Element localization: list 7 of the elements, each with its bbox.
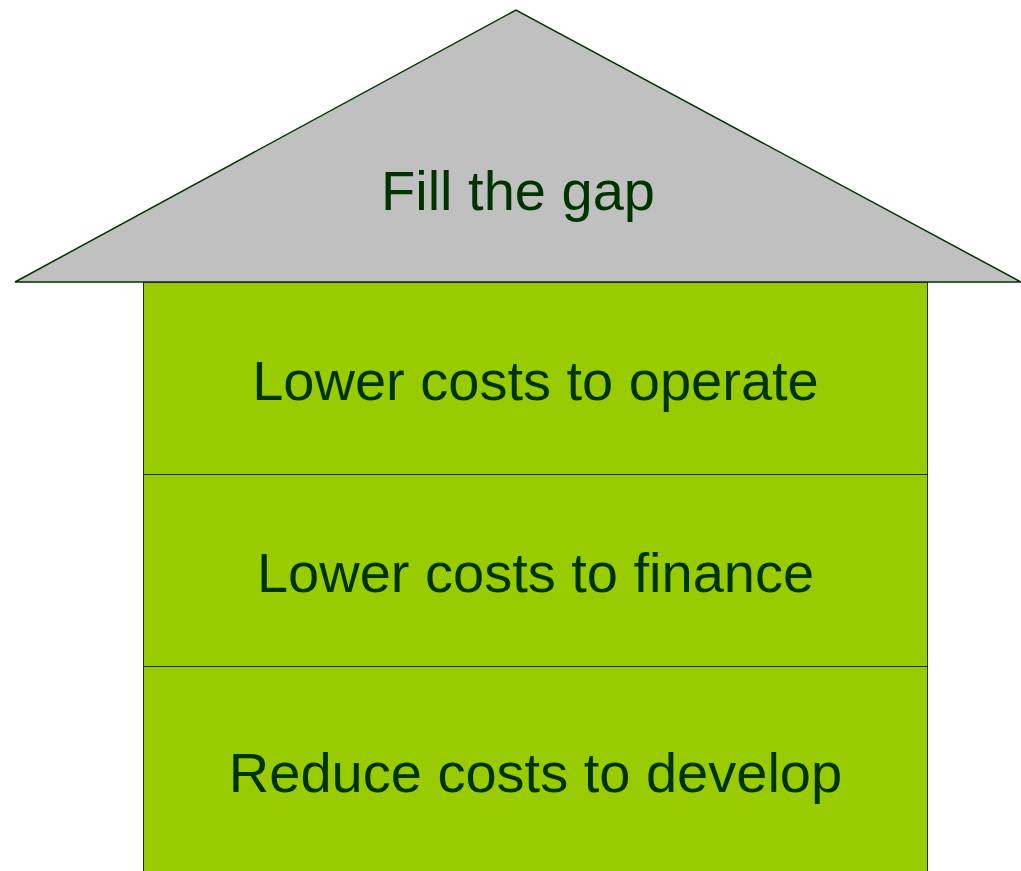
level-box	[143, 282, 928, 475]
level-box	[143, 474, 928, 667]
level-box	[143, 666, 928, 871]
roof-label: Fill the gap	[381, 159, 655, 223]
level-label: Reduce costs to develop	[228, 741, 843, 805]
level-label: Lower costs to operate	[252, 349, 819, 413]
level-label: Lower costs to finance	[256, 541, 815, 605]
